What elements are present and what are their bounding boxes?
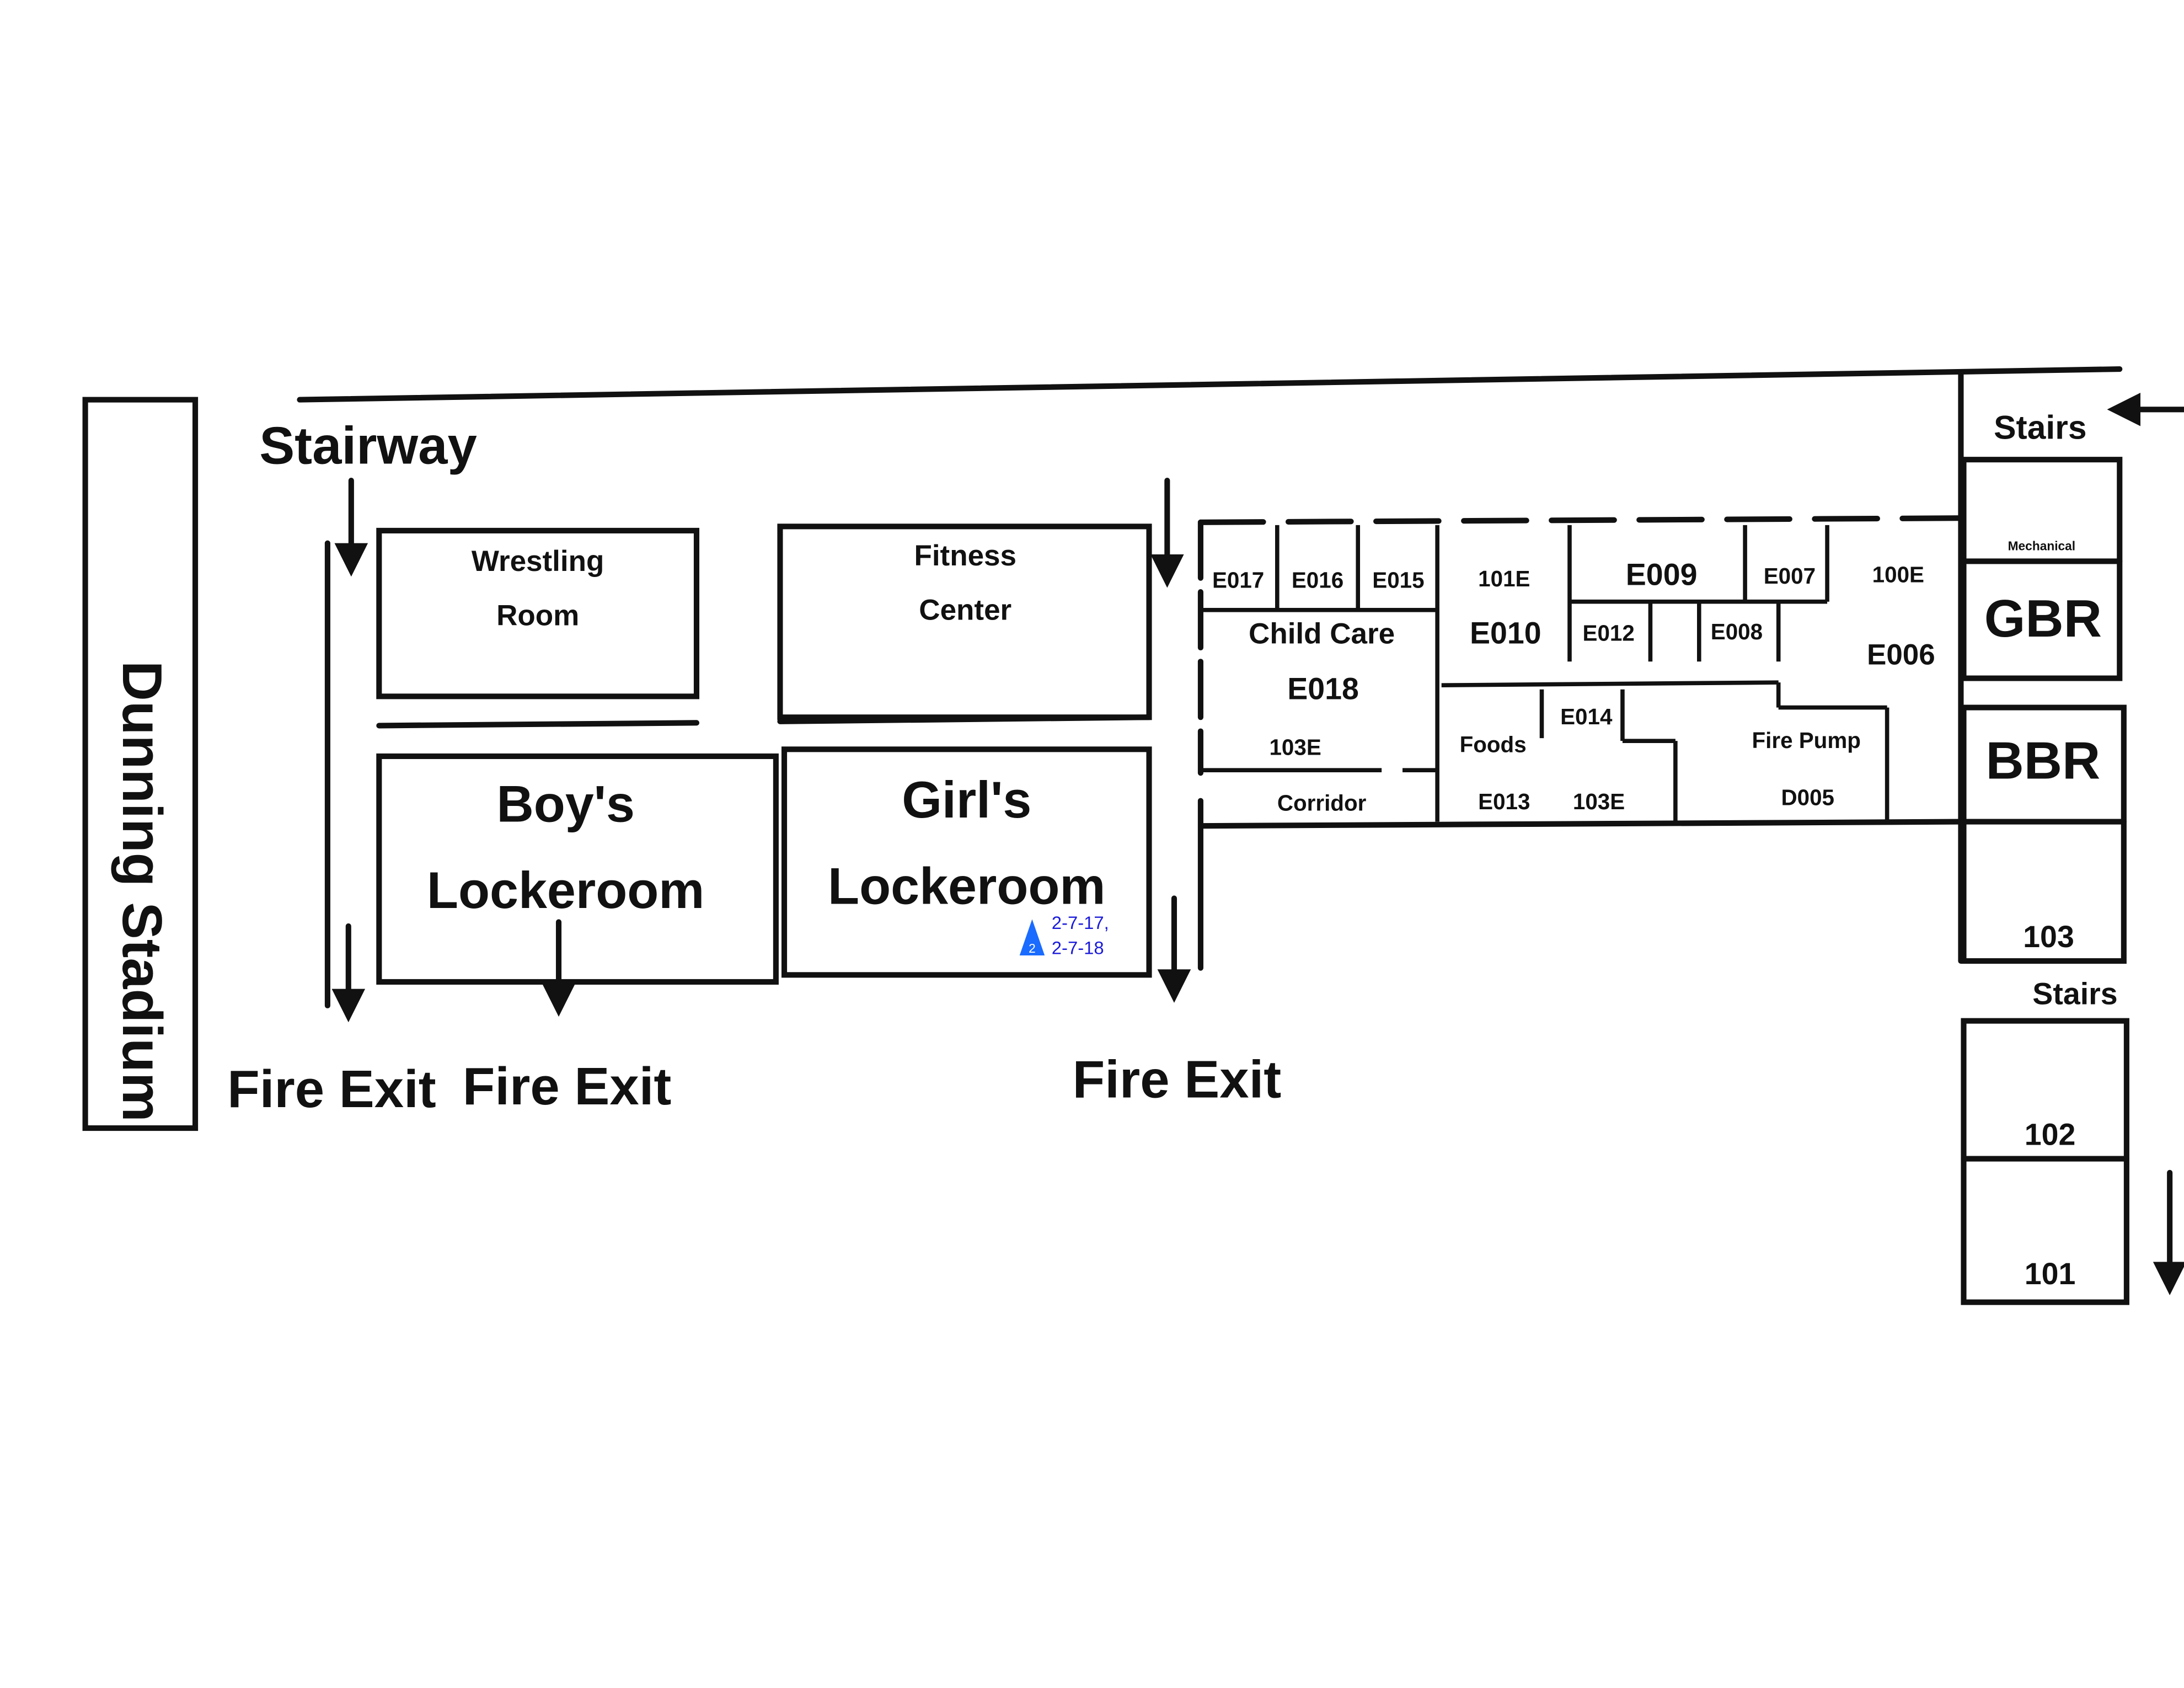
girls-lockeroom-label: Lockeroom [828,857,1105,915]
exit-arrows [331,392,2184,1296]
fire-exit-label: Fire Exit [463,1057,672,1116]
boys-lockeroom-label: Boy's [496,775,635,833]
stairs-top-label: Stairs [1994,408,2086,446]
room-e013: E013 [1478,789,1530,814]
walls [297,366,2129,1305]
room-e017: E017 [1212,567,1264,592]
room-103e: 103E [1573,789,1625,814]
room-e014: E014 [1560,704,1613,729]
annotation-text: 2-7-18 [1052,937,1104,958]
room-101e: 101E [1478,566,1530,591]
dunning-stadium: Dunning Stadium [82,397,199,1131]
stairway-label: Stairway [259,416,477,476]
room-fire-pump: Fire Pump [1752,728,1860,753]
room-e016: E016 [1292,567,1343,592]
gym-rooms: Wrestling Room Fitness Center Boy's Lock… [427,539,1106,919]
room-e006: E006 [1867,638,1935,671]
room-d005: D005 [1781,784,1834,810]
girls-lockeroom-label: Girl's [902,771,1031,829]
room-mechanical: Mechanical [2008,538,2075,553]
boys-lockeroom-label: Lockeroom [427,861,704,919]
room-child-care: Child Care [1249,617,1395,650]
corridor-label: Corridor [1277,790,1367,815]
room-101: 101 [2025,1257,2076,1291]
room-e008: E008 [1711,619,1763,644]
wrestling-room-label: Room [496,600,579,632]
room-102: 102 [2025,1117,2076,1151]
right-rooms: Mechanical GBR BBR 103 102 101 [1984,538,2102,1291]
fitness-center-label: Fitness [914,539,1016,572]
room-103e: 103E [1269,734,1321,760]
room-bbr: BBR [1985,731,2100,790]
warning-triangle-icon[interactable] [1019,919,1045,955]
stadium-label: Dunning Stadium [111,661,173,1122]
annotation-marker[interactable]: 2 2-7-17, 2-7-18 [1019,912,1109,958]
room-103: 103 [2023,920,2074,954]
stairs-mid-label: Stairs [2032,976,2117,1011]
room-100e: 100E [1872,562,1924,587]
east-rooms: E017 E016 E015 101E E009 E007 100E Child… [1212,557,1935,815]
fire-exit-label: Fire Exit [227,1060,436,1119]
room-gbr: GBR [1984,589,2102,648]
room-e010: E010 [1470,616,1541,650]
room-e012: E012 [1583,620,1635,645]
room-e007: E007 [1764,563,1816,589]
fitness-center-label: Center [919,594,1011,627]
annotation-marker-number: 2 [1029,941,1036,955]
fire-exit-label: Fire Exit [1073,1050,1282,1109]
annotation-text: 2-7-17, [1052,912,1109,933]
room-foods: Foods [1460,731,1527,757]
room-e009: E009 [1626,557,1698,591]
room-e018: E018 [1287,671,1359,706]
room-e015: E015 [1372,567,1424,592]
wrestling-room-label: Wrestling [472,545,604,578]
